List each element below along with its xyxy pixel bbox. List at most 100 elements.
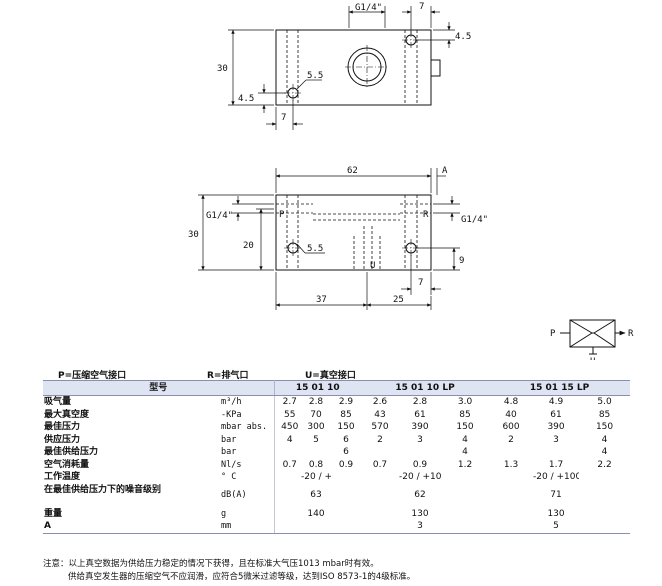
dim-front-port-height: 20	[243, 241, 254, 251]
row-value: 61	[550, 409, 562, 420]
symbol-label-r: R	[628, 329, 634, 339]
front-view	[198, 168, 460, 310]
row-value: 2.6	[372, 397, 388, 407]
dim-front-left-to-u: 37	[316, 295, 327, 305]
dim-top-right-offset: 7	[419, 2, 424, 12]
row-value: 40	[505, 409, 517, 420]
row-property-name: 最大真空度	[44, 409, 90, 420]
row-value	[331, 520, 362, 534]
row-value	[489, 471, 533, 484]
row-value: -20 / +100	[399, 472, 442, 482]
row-value	[579, 484, 630, 508]
dim-top-right-height: 4.5	[455, 32, 471, 42]
table-row: 工作温度° C-20 / +100-20 / +100-20 / +100	[43, 471, 630, 484]
row-value	[579, 471, 630, 484]
row-value	[274, 508, 301, 521]
row-value: 140	[307, 508, 325, 519]
row-value: 1.7	[548, 459, 564, 470]
row-value: 4	[286, 434, 293, 445]
dim-top-port: G1/4"	[355, 3, 382, 13]
front-label-r: R	[423, 210, 429, 220]
row-property-name: 空气消耗量	[44, 459, 90, 470]
row-value	[301, 520, 332, 534]
row-value: 570	[371, 422, 389, 432]
row-value: 71	[550, 490, 562, 500]
row-value	[331, 484, 361, 508]
symbol-label-p: P	[550, 329, 556, 339]
ejector-symbol	[560, 319, 626, 355]
header-property: 型号	[43, 380, 275, 396]
row-value	[489, 446, 533, 459]
row-value: 2.8	[412, 397, 428, 407]
row-value: 3	[417, 434, 423, 445]
dim-front-hole-dia: 5.5	[307, 244, 323, 254]
dim-top-body-height: 30	[217, 64, 228, 74]
row-unit: -KPa	[215, 408, 275, 421]
row-value: 390	[411, 422, 429, 432]
dim-front-body-height: 30	[188, 230, 199, 240]
row-value: 600	[502, 422, 520, 432]
row-value: 2.9	[338, 397, 354, 407]
row-unit: Nl/s	[215, 458, 275, 471]
row-value	[489, 520, 534, 534]
row-unit: bar	[215, 433, 275, 446]
row-value	[489, 508, 533, 521]
dim-front-hole-height: 9	[459, 256, 464, 266]
row-value: 55	[284, 409, 296, 420]
row-value: 43	[374, 409, 386, 420]
row-value: -20 / +100	[533, 472, 580, 482]
row-value	[361, 484, 399, 508]
row-value: 3	[399, 520, 442, 534]
row-property-name: 重量	[44, 508, 63, 519]
dim-top-hole-offset: 7	[281, 113, 286, 123]
row-value: 3	[553, 434, 559, 445]
dim-top-hole-height: 4.5	[238, 94, 254, 104]
row-value: 2	[508, 434, 514, 445]
row-unit: mm	[215, 520, 275, 534]
row-value: 2.8	[308, 397, 324, 407]
row-unit: m³/h	[215, 395, 275, 409]
row-value: 0.9	[412, 459, 428, 470]
row-value: 62	[414, 490, 426, 500]
row-value: 4	[462, 434, 468, 445]
row-value: 5	[313, 434, 319, 445]
row-value: 70	[310, 409, 322, 420]
dim-top-hole-dia: 5.5	[307, 71, 323, 81]
note-line-2: 供给真空发生器的压缩空气不应润滑，应符合5微米过滤等级，达到ISO 8573-1…	[68, 572, 416, 582]
front-view-dimension-text: 62 A G1/4" G1/4" 30 20 5.5 9 7 37 25 P R…	[188, 166, 488, 305]
row-property-name: 工作温度	[44, 472, 81, 482]
front-view-body	[275, 194, 432, 271]
row-value: -20 / +100	[301, 472, 332, 482]
row-value	[331, 471, 361, 484]
row-value: 4	[601, 434, 608, 445]
row-property-name: 供应压力	[44, 434, 81, 445]
row-value: 4.9	[548, 397, 564, 407]
row-value: 85	[340, 409, 352, 420]
row-value	[274, 520, 302, 534]
row-value: 4.8	[503, 397, 519, 407]
top-view-dimension-text: G1/4" 7 4.5 30 5.5 4.5 7	[217, 2, 471, 123]
row-value	[361, 520, 400, 534]
row-value: 85	[598, 409, 611, 420]
row-value: 63	[310, 490, 322, 500]
row-value: 130	[547, 508, 565, 519]
row-value	[361, 471, 399, 484]
row-value	[361, 446, 399, 459]
row-value	[441, 520, 490, 534]
front-label-p: P	[279, 210, 285, 220]
row-value: 6	[343, 434, 349, 445]
row-value: 0.9	[338, 459, 354, 470]
row-value: 300	[307, 422, 325, 432]
row-value: 3.0	[457, 397, 473, 407]
row-property-name: 最佳压力	[44, 422, 81, 432]
row-value: 2.2	[597, 459, 612, 470]
row-unit: g	[215, 507, 275, 520]
